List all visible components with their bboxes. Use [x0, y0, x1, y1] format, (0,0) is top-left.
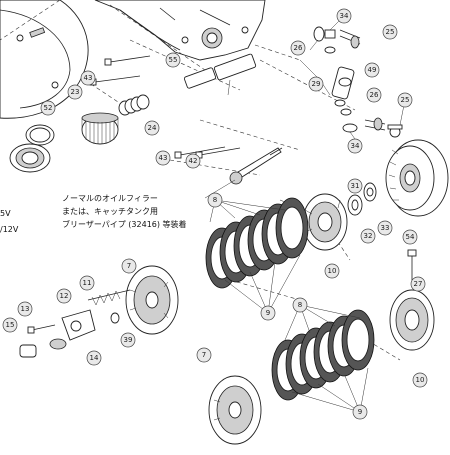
svg-text:7: 7 — [202, 351, 206, 359]
oil-filter — [81, 112, 119, 145]
callout-7-bottom: 7 — [196, 347, 212, 363]
svg-text:9: 9 — [266, 309, 270, 317]
clutch-basket — [385, 139, 449, 217]
callout-34-top: 34 — [336, 8, 352, 24]
engine-case — [94, 0, 266, 61]
release-plate — [49, 309, 96, 350]
svg-text:54: 54 — [406, 233, 415, 241]
svg-text:11: 11 — [83, 279, 92, 287]
callout-43-lower: 43 — [155, 150, 171, 166]
callout-43-top: 43 — [80, 70, 96, 86]
svg-text:27: 27 — [414, 280, 423, 288]
svg-text:8: 8 — [298, 301, 302, 309]
svg-text:43: 43 — [159, 154, 168, 162]
callout-31: 31 — [347, 178, 363, 194]
friction-plate-stack-top — [205, 197, 309, 289]
svg-text:55: 55 — [169, 56, 178, 64]
callout-25-top: 25 — [382, 24, 398, 40]
svg-text:34: 34 — [351, 142, 360, 150]
pressure-plate-middle — [125, 265, 179, 335]
clutch-hub-bottom — [389, 289, 435, 351]
callout-27: 27 — [410, 276, 426, 292]
callout-33: 33 — [377, 220, 393, 236]
edge-label-5v: 5V — [0, 209, 11, 218]
svg-text:26: 26 — [370, 91, 379, 99]
svg-text:15: 15 — [6, 321, 15, 329]
svg-text:43: 43 — [84, 74, 93, 82]
callout-10-top: 10 — [324, 263, 340, 279]
note-line-3: ブリーザーパイプ (32416) 等装着 — [62, 219, 187, 229]
callout-32: 32 — [360, 228, 376, 244]
callout-8-bottom: 8 — [292, 297, 308, 313]
callout-25-mid: 25 — [397, 92, 413, 108]
svg-text:14: 14 — [90, 354, 99, 362]
callout-29: 29 — [308, 76, 324, 92]
callout-15: 15 — [2, 317, 18, 333]
svg-text:7: 7 — [127, 262, 131, 270]
callout-9-top: 9 — [260, 305, 276, 321]
filter-cap — [9, 124, 55, 173]
callout-55: 55 — [165, 52, 181, 68]
svg-text:10: 10 — [328, 267, 337, 275]
svg-text:10: 10 — [416, 376, 425, 384]
callout-24: 24 — [144, 120, 160, 136]
callout-9-bottom: 9 — [352, 404, 368, 420]
oil-filler-dipstick — [229, 147, 283, 185]
callout-14: 14 — [86, 350, 102, 366]
breather-fittings — [313, 26, 403, 138]
callout-39: 39 — [120, 332, 136, 348]
callout-7-middle: 7 — [121, 258, 137, 274]
filter-spring — [118, 94, 150, 116]
callout-12: 12 — [56, 288, 72, 304]
washers — [347, 182, 377, 216]
bolts-top — [89, 55, 241, 159]
svg-text:26: 26 — [294, 44, 303, 52]
callout-26-top: 26 — [290, 40, 306, 56]
friction-plate-stack-bottom — [271, 309, 375, 401]
clutch-cover — [0, 0, 89, 119]
callout-54: 54 — [402, 229, 418, 245]
svg-text:13: 13 — [21, 305, 30, 313]
svg-text:33: 33 — [381, 224, 390, 232]
callout-13: 13 — [17, 301, 33, 317]
svg-text:42: 42 — [189, 157, 198, 165]
callout-26-mid: 26 — [366, 87, 382, 103]
svg-text:24: 24 — [148, 124, 157, 132]
note-line-2: または、キャッチタンク用 — [62, 207, 158, 216]
clutch-hub-top — [302, 193, 348, 251]
svg-text:32: 32 — [364, 232, 373, 240]
svg-text:49: 49 — [368, 66, 377, 74]
pressure-plate-bottom — [208, 375, 262, 445]
callout-42: 42 — [185, 153, 201, 169]
svg-text:52: 52 — [44, 104, 53, 112]
release-spring — [87, 289, 131, 324]
svg-text:34: 34 — [340, 12, 349, 20]
svg-text:25: 25 — [401, 96, 410, 104]
callout-49: 49 — [364, 62, 380, 78]
svg-text:8: 8 — [213, 196, 217, 204]
callout-23: 23 — [67, 84, 83, 100]
svg-text:23: 23 — [71, 88, 80, 96]
spacer-stack-top — [183, 53, 257, 89]
svg-text:9: 9 — [358, 408, 362, 416]
callout-34-mid: 34 — [347, 138, 363, 154]
svg-text:12: 12 — [60, 292, 69, 300]
callout-8-top: 8 — [207, 192, 223, 208]
svg-text:31: 31 — [351, 182, 360, 190]
svg-text:25: 25 — [386, 28, 395, 36]
bolts-left — [19, 324, 56, 358]
note-line-1: ノーマルのオイルフィラー — [62, 194, 158, 203]
callout-52: 52 — [40, 100, 56, 116]
callout-11: 11 — [79, 275, 95, 291]
svg-text:29: 29 — [312, 80, 321, 88]
edge-label-12v: /12V — [0, 225, 19, 234]
callout-10-bottom: 10 — [412, 372, 428, 388]
bolt-27 — [407, 249, 417, 280]
svg-text:39: 39 — [124, 336, 133, 344]
